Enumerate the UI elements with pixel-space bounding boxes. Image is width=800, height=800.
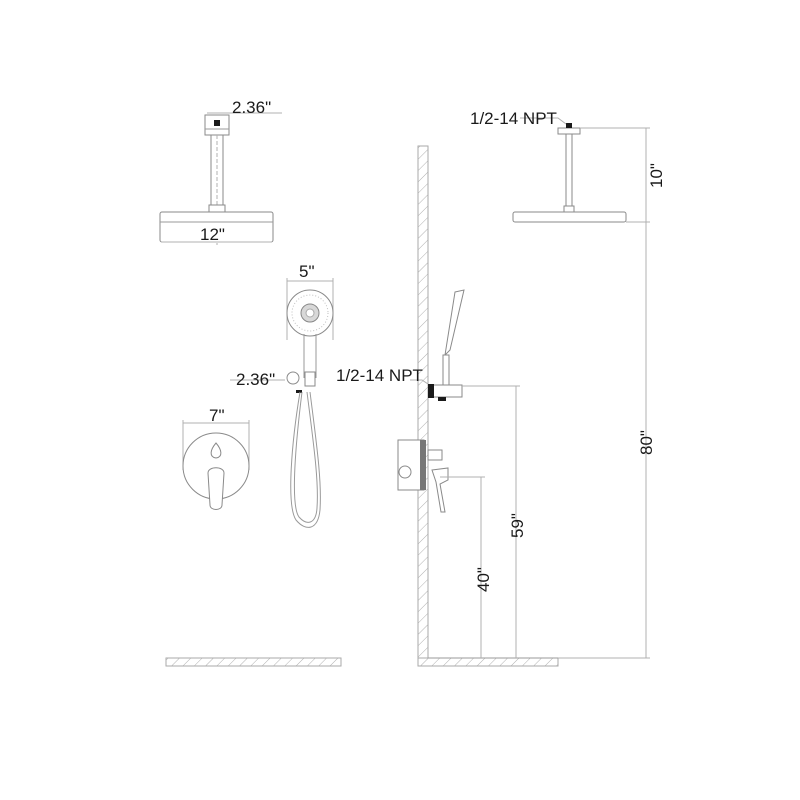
shower-arm xyxy=(210,134,224,206)
diverter-knob xyxy=(210,442,222,459)
hand-shower-front-view: 5" 2.36" xyxy=(230,262,334,528)
wall xyxy=(417,145,429,659)
dim-trim-plate: 7" xyxy=(209,406,225,425)
thread-marker xyxy=(214,120,220,126)
rain-head-side xyxy=(512,211,627,223)
valve-lever-side xyxy=(431,467,449,513)
dim-holder-width: 2.36" xyxy=(236,370,275,389)
side-elevation: 1/2-14 NPT 10" 80" 1/2-14 NPT 59" 40" xyxy=(336,109,666,667)
rain-head-front-view: 2.36" 12" xyxy=(159,98,282,245)
dim-valve-height: 40" xyxy=(474,567,493,592)
dim-arm-width: 2.36" xyxy=(232,98,271,117)
valve-trim-front-view: 7" xyxy=(182,406,250,510)
floor xyxy=(417,657,559,667)
dim-head-height: 80" xyxy=(637,430,656,455)
wall-holder xyxy=(286,371,300,385)
hand-shower-side xyxy=(444,289,465,357)
floor-left xyxy=(165,657,342,667)
hose xyxy=(290,391,321,528)
ceiling-thread-label: 1/2-14 NPT xyxy=(470,109,557,128)
lever-handle xyxy=(207,467,225,510)
dim-head-diameter: 12" xyxy=(200,225,225,244)
dim-arm-drop: 10" xyxy=(647,163,666,188)
dim-hand-head-width: 5" xyxy=(299,262,315,281)
dim-holder-height: 59" xyxy=(508,513,527,538)
outlet-thread-label: 1/2-14 NPT xyxy=(336,366,423,385)
wall-elbow-side xyxy=(429,384,463,398)
hand-shower-handle xyxy=(303,334,317,378)
valve-body xyxy=(397,439,425,491)
